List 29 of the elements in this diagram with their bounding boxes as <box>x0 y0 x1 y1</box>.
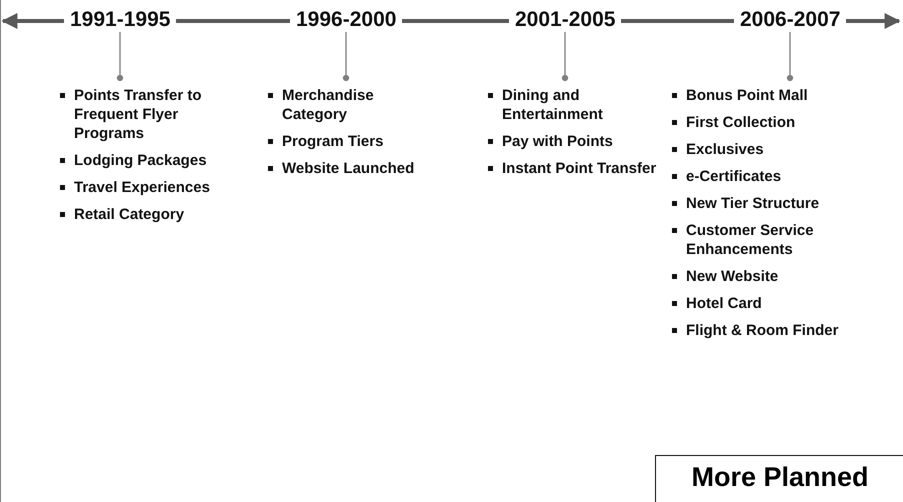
list-item-text: Merchandise Category <box>282 86 375 124</box>
list-item-text: Travel Experiences <box>74 178 210 197</box>
list-item-text: New Website <box>686 267 778 286</box>
list-item-text: Retail Category <box>74 205 184 224</box>
list-item-text: Program Tiers <box>282 132 384 151</box>
list-item-text: Instant Point Transfer <box>502 159 656 178</box>
list-item-text: Flight & Room Finder <box>686 321 838 340</box>
list-item-text: e-Certificates <box>686 167 782 186</box>
list-item-text: Lodging Packages <box>74 151 207 170</box>
list-item-text: Website Launched <box>282 159 414 178</box>
timeline-arrow <box>846 13 901 29</box>
list-item-text: Bonus Point Mall <box>686 86 808 105</box>
timeline-line <box>176 19 290 23</box>
list-item-text: Points Transfer to Frequent Flyer Programs <box>74 86 203 143</box>
list-item-text: New Tier Structure <box>686 194 820 213</box>
connector-line <box>562 30 568 82</box>
list-item-text: Dining and Entertainment <box>502 86 604 124</box>
timeline-line <box>402 19 509 23</box>
timeline-line <box>621 19 734 23</box>
list-item-text: First Collection <box>686 113 796 132</box>
timeline-arrow <box>1 13 64 29</box>
list-item-text: Customer Service Enhancements <box>686 221 815 259</box>
connector-line <box>342 30 350 82</box>
list-item-text: Exclusives <box>686 140 764 159</box>
connector-line <box>786 30 794 82</box>
connector-line <box>116 30 124 82</box>
list-item-text: Hotel Card <box>686 294 762 313</box>
list-item-text: Pay with Points <box>502 132 613 151</box>
note-box: More Planned <box>655 455 903 502</box>
